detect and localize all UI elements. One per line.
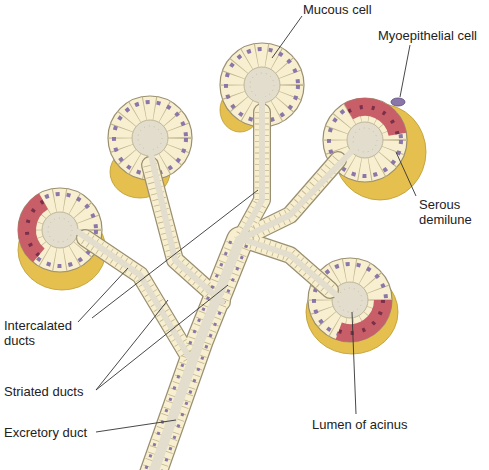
part-label: Myoepithelial cell — [378, 28, 477, 43]
part-label: Serous demilune — [419, 197, 485, 227]
part-label: Mucous cell — [303, 2, 372, 17]
part-label: Excretory duct — [4, 425, 87, 440]
part-label: Striated ducts — [4, 384, 84, 399]
duct-tree — [78, 95, 355, 470]
leader-lines — [78, 16, 416, 432]
part-label: Lumen of acinus — [312, 417, 407, 432]
myoepithelial-cell — [391, 98, 405, 106]
part-label: Intercalated ducts — [4, 318, 90, 348]
